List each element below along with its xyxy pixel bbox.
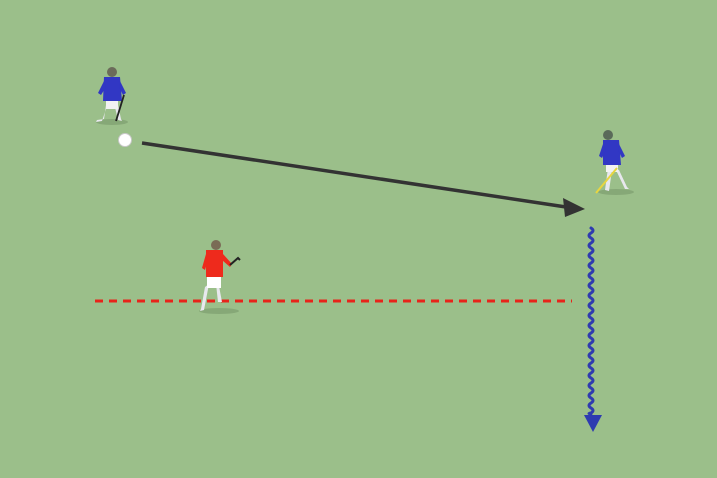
blue-player-top-left (96, 67, 128, 125)
dribble-arrow (584, 226, 602, 432)
red-player (199, 240, 241, 314)
ball (118, 133, 132, 147)
blue-player-right (595, 130, 634, 195)
pass-arrow (141, 141, 585, 217)
